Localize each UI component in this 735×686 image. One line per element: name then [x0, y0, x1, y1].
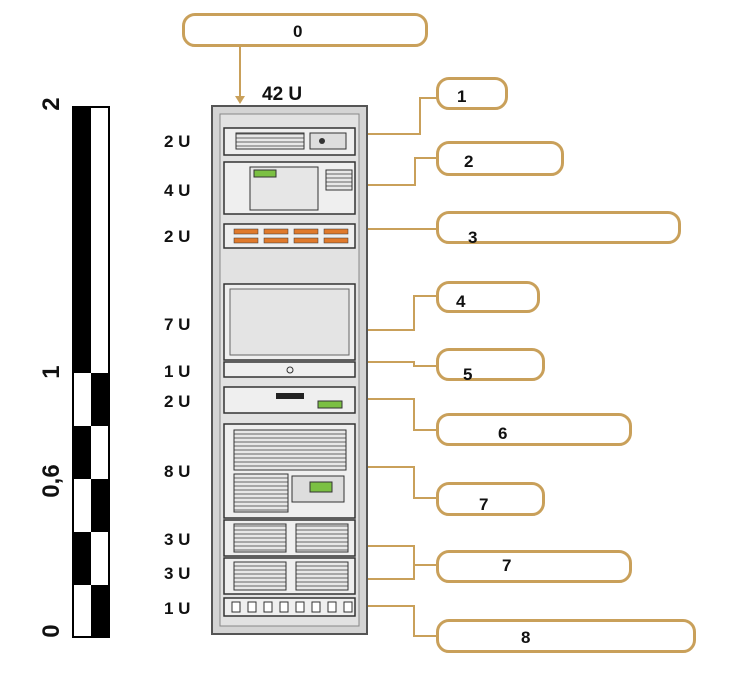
callout-6: 6 — [436, 413, 632, 446]
unit-label: 1 U — [164, 599, 191, 618]
callout-3: 3 — [436, 211, 681, 247]
callout-number: 1 — [457, 87, 467, 106]
rack-device-8 — [223, 519, 356, 557]
callout-number: 8 — [521, 628, 531, 647]
unit-label: 7 U — [164, 315, 191, 334]
height-scale-bar — [72, 106, 110, 638]
callout-4: 4 — [436, 281, 540, 313]
unit-label: 3 U — [164, 530, 191, 549]
unit-label: 1 U — [164, 362, 191, 381]
rack-device-3 — [223, 223, 356, 249]
callout-7: 7 — [436, 482, 545, 516]
callout-number: 7 — [479, 495, 489, 514]
callout-number: 3 — [468, 228, 478, 247]
rack-device-2 — [223, 161, 356, 215]
unit-label: 4 U — [164, 181, 191, 200]
callout-number: 5 — [463, 365, 473, 384]
callout-0: 0 — [182, 13, 428, 47]
scale-label-1: 1 — [38, 365, 65, 379]
rack-device-10 — [223, 597, 356, 617]
rack-total-units: 42 U — [262, 84, 303, 105]
rack-device-1 — [223, 127, 356, 156]
unit-label: 2 U — [164, 132, 191, 151]
scale-label-0: 0 — [38, 624, 65, 638]
callout-1: 1 — [436, 77, 508, 110]
unit-label: 2 U — [164, 227, 191, 246]
unit-label: 3 U — [164, 564, 191, 583]
scale-label-2: 2 — [38, 97, 65, 111]
callout-7b: 7 — [436, 550, 632, 583]
callout-5: 5 — [436, 348, 545, 384]
callout-number: 4 — [456, 292, 466, 311]
scale-label-0-6: 0,6 — [38, 464, 65, 498]
callout-number: 6 — [498, 424, 508, 443]
unit-label: 2 U — [164, 392, 191, 411]
callout-number: 0 — [293, 22, 303, 41]
rack-device-7 — [223, 423, 356, 519]
callout-number: 7 — [502, 556, 512, 575]
callout-8: 8 — [436, 619, 696, 653]
rack-device-5 — [223, 361, 356, 378]
callout-connectors — [235, 46, 438, 637]
unit-label: 8 U — [164, 462, 191, 481]
rack-device-4 — [223, 283, 356, 361]
callout-2: 2 — [436, 141, 564, 176]
rack-device-6 — [223, 386, 356, 414]
rack-device-9 — [223, 557, 356, 595]
callout-number: 2 — [464, 152, 474, 171]
